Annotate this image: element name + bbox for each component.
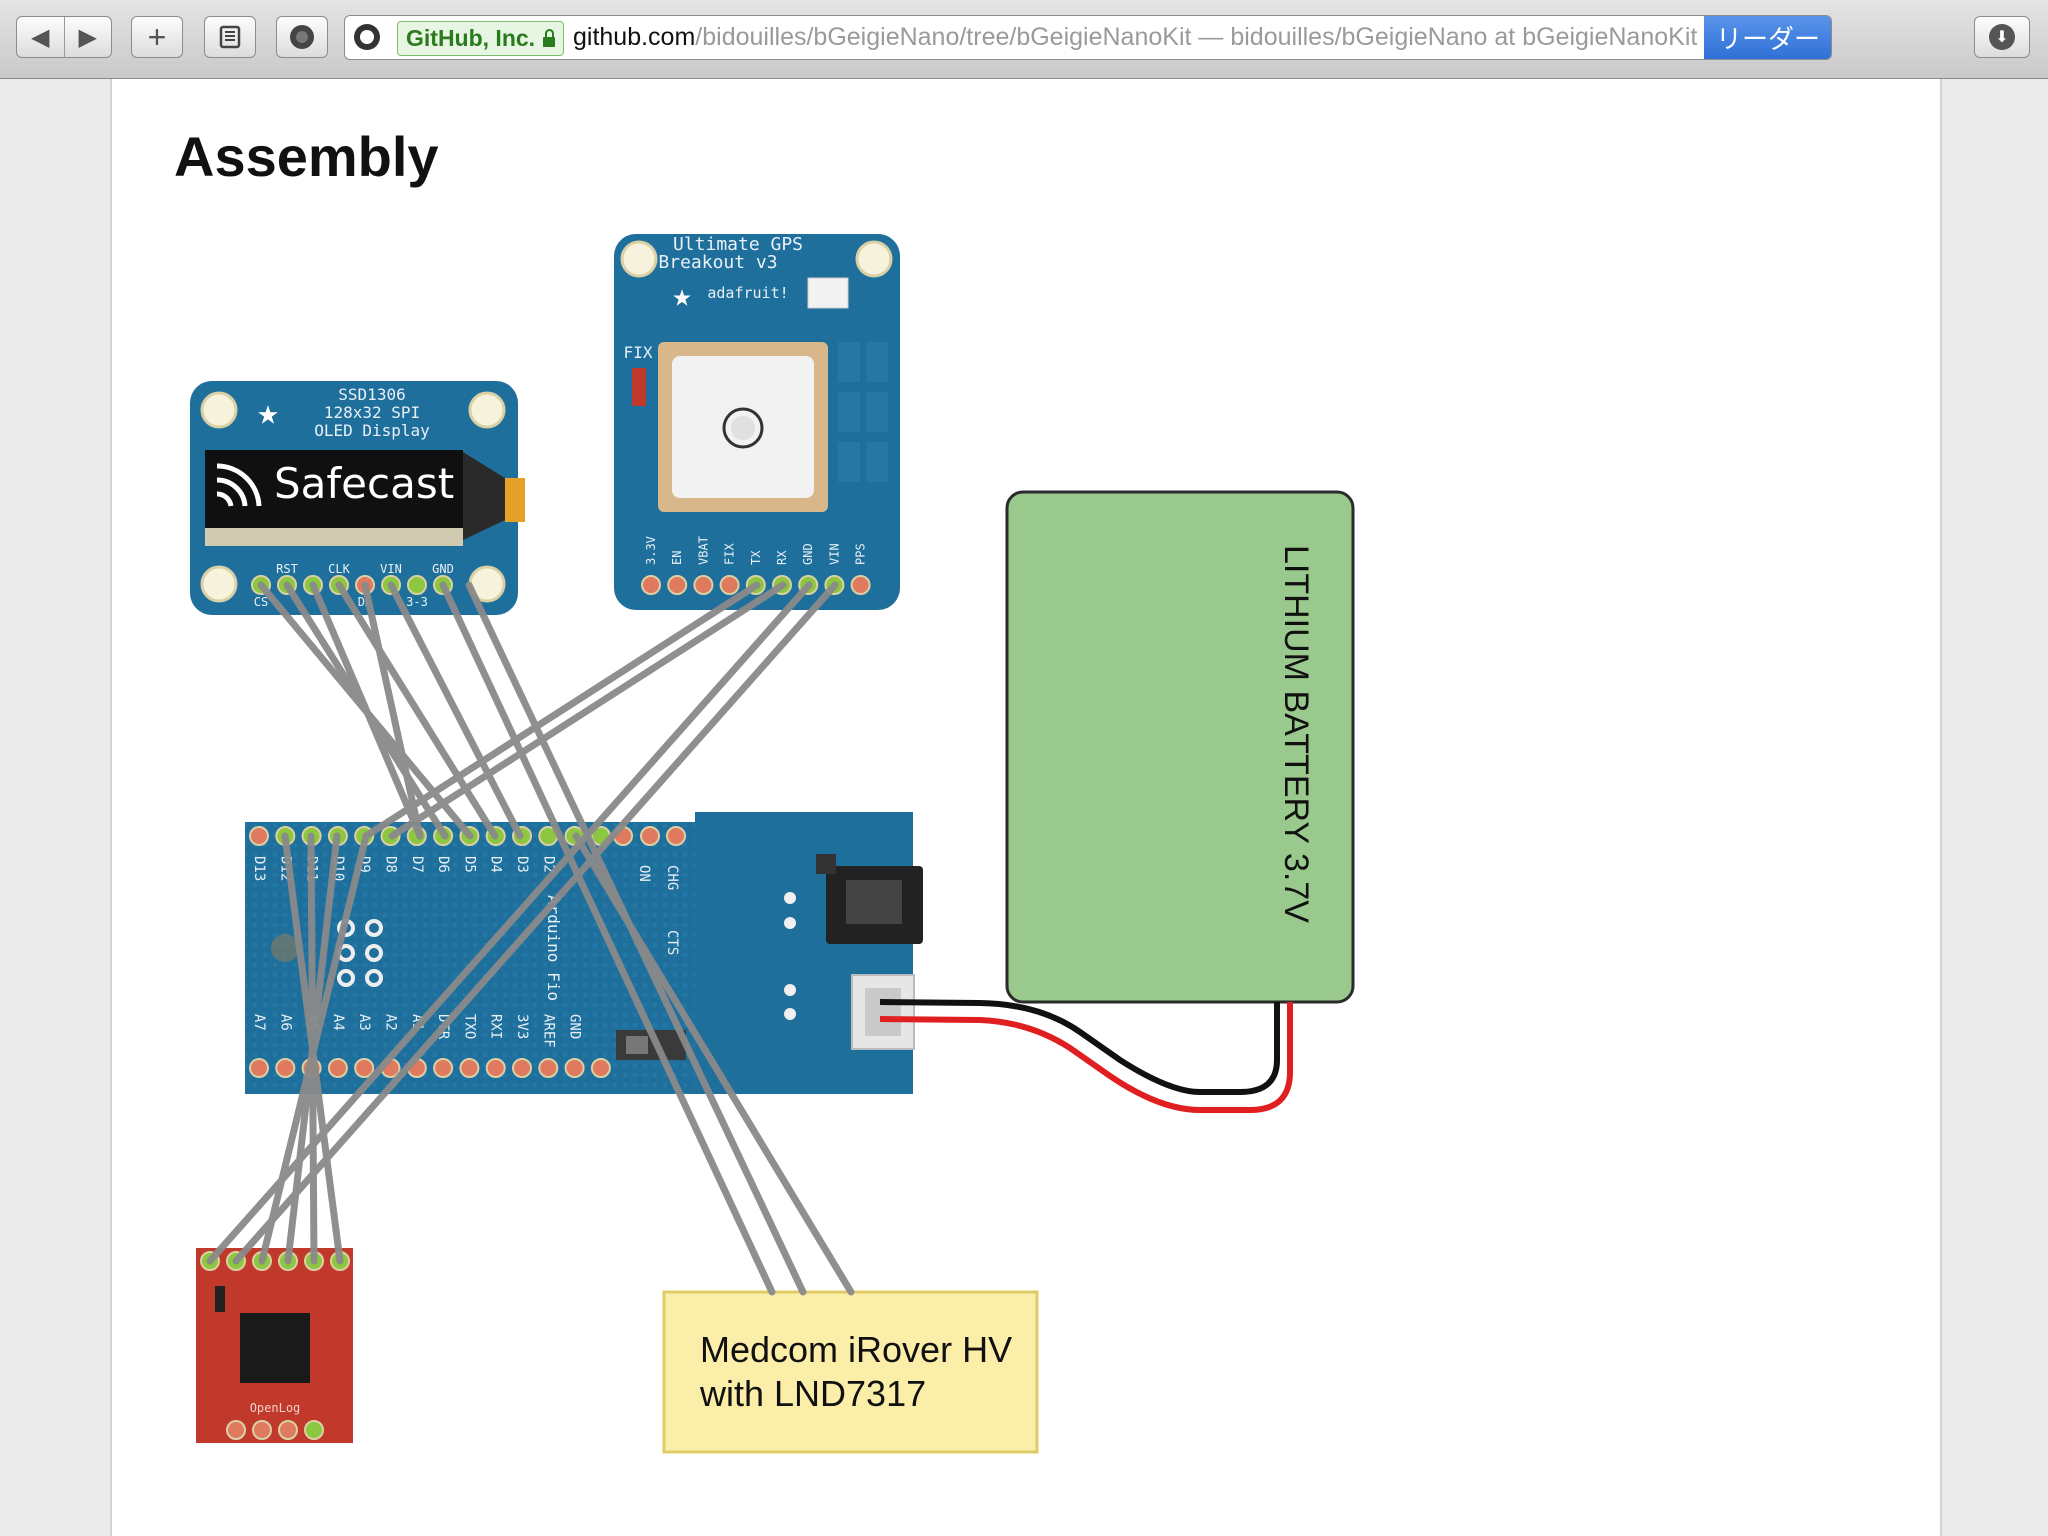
back-forward-buttons: ◀ ▶ — [16, 16, 112, 58]
back-icon[interactable]: ◀ — [17, 17, 65, 57]
forward-icon[interactable]: ▶ — [78, 23, 97, 51]
url-path: /bidouilles/bGeigieNano/tree/bGeigieNano… — [695, 23, 1192, 51]
download-button[interactable]: ⬇ — [1974, 16, 2030, 58]
new-tab-icon[interactable]: + — [131, 16, 183, 58]
url-domain: github.com — [573, 23, 696, 51]
lock-icon — [543, 29, 556, 47]
page-content — [110, 79, 1942, 1536]
ev-certificate-label: GitHub, Inc. — [406, 25, 536, 51]
url-text[interactable]: github.com/bidouilles/bGeigieNano/tree/b… — [573, 16, 1703, 59]
page-title-suffix: — bidouilles/bGeigieNano at bGeigieNanoK… — [1191, 23, 1698, 51]
github-icon — [354, 24, 380, 50]
reader-button[interactable]: リーダー — [1704, 16, 1831, 59]
browser-toolbar: ◀ ▶ + GitHub, Inc. github.com/bidouilles… — [0, 0, 2048, 79]
download-icon: ⬇ — [1989, 24, 2015, 50]
address-bar[interactable]: GitHub, Inc. github.com/bidouilles/bGeig… — [344, 15, 1832, 60]
ev-certificate-badge[interactable]: GitHub, Inc. — [397, 21, 565, 56]
stop-icon[interactable] — [276, 16, 328, 58]
page-title: Assembly — [174, 125, 439, 188]
reading-list-icon[interactable] — [204, 16, 256, 58]
